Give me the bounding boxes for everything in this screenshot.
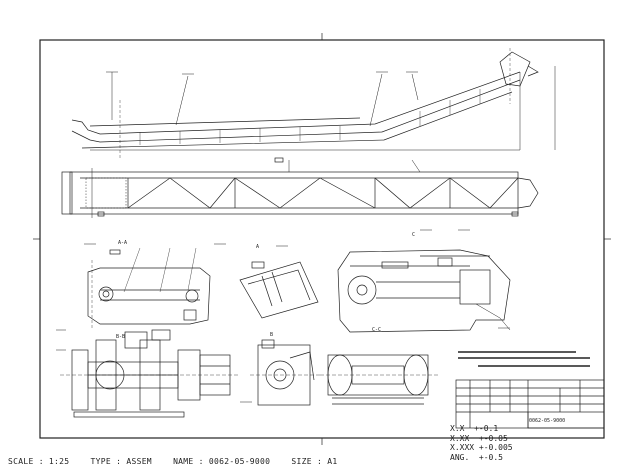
tolerance-angle: ANG. +-0.5 xyxy=(450,452,503,462)
type-text: TYPE : ASSEM xyxy=(90,457,152,466)
tolerance-one-place: X.X +-0.1 xyxy=(450,424,499,433)
scale-text: SCALE : 1:25 xyxy=(8,457,70,466)
section-c-c-view xyxy=(320,354,440,405)
parts-list-lines xyxy=(458,351,590,367)
section-c-c-label: C-C xyxy=(372,327,382,333)
name-text: NAME : 0062-05-9000 xyxy=(173,457,271,466)
section-b-b-view xyxy=(60,329,240,418)
detail-b-view xyxy=(250,339,320,406)
section-a-a-view xyxy=(87,247,211,330)
size-text: SIZE : A1 xyxy=(291,457,338,466)
conveyor-elevation-view xyxy=(71,48,556,160)
part-balloons xyxy=(56,71,510,403)
drawing-number: 0062-05-9000 xyxy=(529,418,566,424)
sheet-border xyxy=(39,39,605,439)
title-block xyxy=(455,379,605,429)
tolerance-two-place: X.XX +-0.05 xyxy=(450,433,508,443)
elevation-cross-members xyxy=(139,89,481,145)
detail-a-view xyxy=(239,261,319,319)
section-b-b-label: B-B xyxy=(116,334,126,340)
tolerance-three-place: X.XXX +-0.005 xyxy=(450,443,513,452)
drawing-footer: SCALE : 1:25 TYPE : ASSEM NAME : 0062-05… xyxy=(8,457,353,466)
conveyor-plan-view xyxy=(61,157,539,218)
detail-c-view xyxy=(337,249,511,333)
detail-b-label: B xyxy=(270,332,274,338)
zone-ticks xyxy=(33,33,611,445)
section-a-a-label: A-A xyxy=(118,240,128,246)
detail-a-label: A xyxy=(256,244,260,250)
detail-c-label: C xyxy=(412,232,416,238)
